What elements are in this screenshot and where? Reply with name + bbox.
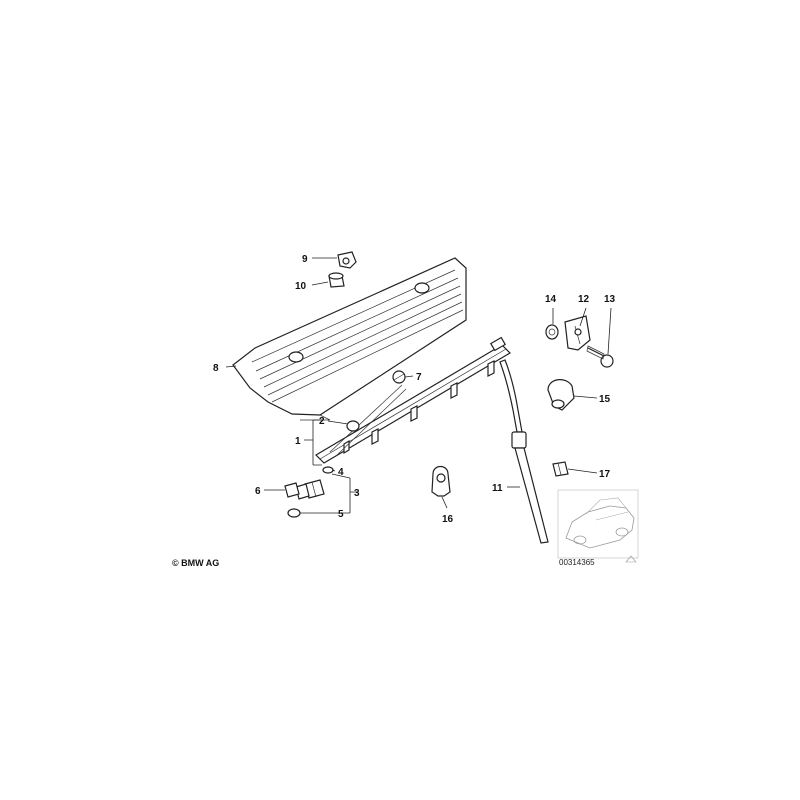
callout-3: 3 — [354, 488, 360, 499]
grommet-part — [328, 272, 345, 288]
diagram-reference-number: 00314365 — [559, 558, 595, 567]
copyright-label: © BMW AG — [172, 558, 219, 568]
bushing-part — [545, 324, 559, 340]
callout-4: 4 — [338, 467, 344, 478]
injector-part — [295, 479, 325, 500]
callout-2: 2 — [319, 416, 325, 427]
callout-6: 6 — [255, 486, 261, 497]
callout-8: 8 — [213, 363, 219, 374]
callout-11: 11 — [492, 483, 503, 494]
fuel-line-part — [499, 359, 549, 544]
car-thumbnail — [557, 489, 639, 563]
callout-15: 15 — [599, 394, 611, 405]
o-ring-lower-part — [287, 508, 301, 518]
callout-7: 7 — [416, 372, 422, 383]
holder-part — [547, 379, 575, 411]
leader-lines — [225, 257, 612, 514]
callout-9: 9 — [302, 254, 308, 265]
callout-17: 17 — [599, 469, 611, 480]
line-clamp-part — [431, 465, 451, 497]
bracket-part — [564, 315, 591, 351]
o-ring-upper-part — [322, 466, 334, 474]
injector-clip-part — [284, 482, 300, 498]
callout-5: 5 — [338, 509, 344, 520]
cover-nut-part — [337, 251, 357, 269]
callout-13: 13 — [604, 294, 616, 305]
fuel-rail-part — [315, 336, 511, 464]
seal-cap-part — [346, 420, 360, 432]
callout-12: 12 — [578, 294, 590, 305]
callout-10: 10 — [295, 281, 307, 292]
callout-16: 16 — [442, 514, 454, 525]
bolt-part — [586, 345, 614, 368]
callout-1: 1 — [295, 436, 301, 447]
small-clip-part — [552, 461, 569, 477]
callout-14: 14 — [545, 294, 557, 305]
pressure-cap-part — [392, 370, 406, 384]
engine-cover-part — [232, 257, 467, 421]
